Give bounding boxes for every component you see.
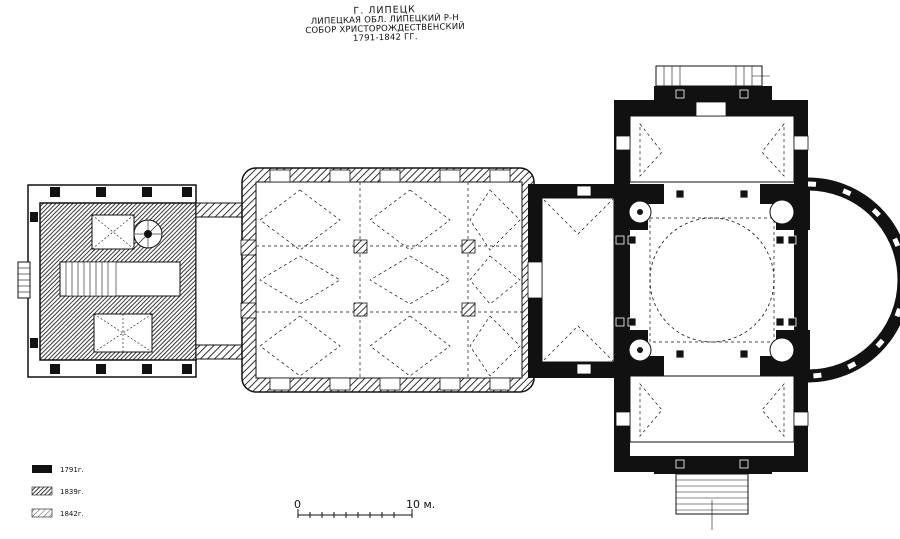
refectory [240,167,535,393]
legend: 1791г. 1839г. 1842г. [31,465,84,518]
legend-label-1842: 1842г. [60,510,84,518]
legend-swatch-solid [32,465,52,473]
bell-tower [17,184,197,378]
legend-item-1791: 1791г. [32,465,84,474]
scale-bar: 0 10 м. [294,498,435,518]
scale-end-label: 10 м. [406,498,435,511]
legend-item-1839: 1839г. [31,486,84,496]
legend-label-1791: 1791г. [60,466,84,474]
main-church [614,65,900,530]
legend-item-1842: 1842г. [31,508,84,518]
legend-swatch-dense-hatch [31,486,53,496]
legend-swatch-hatch [31,508,53,518]
scale-start-label: 0 [294,498,301,511]
narthex [527,184,620,378]
vestibule [195,202,243,360]
legend-label-1839: 1839г. [60,488,84,496]
